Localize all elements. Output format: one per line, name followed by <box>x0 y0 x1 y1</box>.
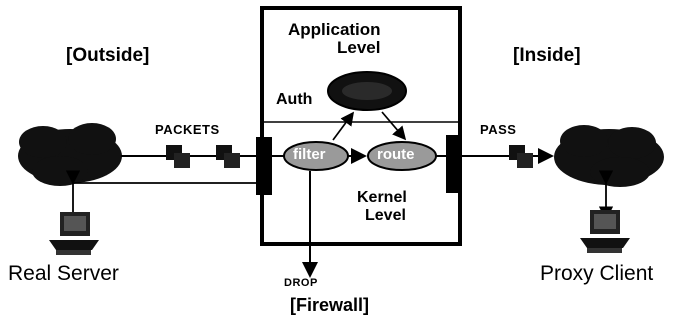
pass-label: PASS <box>480 123 516 137</box>
inside-label: [Inside] <box>513 46 581 66</box>
real-server-computer-icon <box>49 212 99 255</box>
auth-node-texture <box>342 82 392 100</box>
packets-label: PACKETS <box>155 123 220 137</box>
auth-label: Auth <box>276 92 312 109</box>
left-port-bar <box>256 137 272 195</box>
proxy-client-label: Proxy Client <box>540 263 653 285</box>
real-server-label: Real Server <box>8 263 119 285</box>
application-level-line1: Application <box>288 21 381 39</box>
proxy-client-computer-icon <box>580 210 630 253</box>
packet-icon-2 <box>216 145 240 168</box>
firewall-label: [Firewall] <box>290 296 369 315</box>
application-level-line2: Level <box>337 39 380 57</box>
filter-label: filter <box>293 147 326 163</box>
kernel-level-line1: Kernel <box>357 190 407 207</box>
packet-icon-1 <box>166 145 190 168</box>
kernel-level-line2: Level <box>365 208 406 225</box>
outside-label: [Outside] <box>66 46 149 66</box>
packet-icon-3 <box>509 145 533 168</box>
inside-network-cloud <box>554 125 664 187</box>
route-label: route <box>377 147 415 163</box>
drop-label: DROP <box>284 278 318 290</box>
outside-network-cloud <box>18 123 122 186</box>
right-port-bar <box>446 135 462 193</box>
